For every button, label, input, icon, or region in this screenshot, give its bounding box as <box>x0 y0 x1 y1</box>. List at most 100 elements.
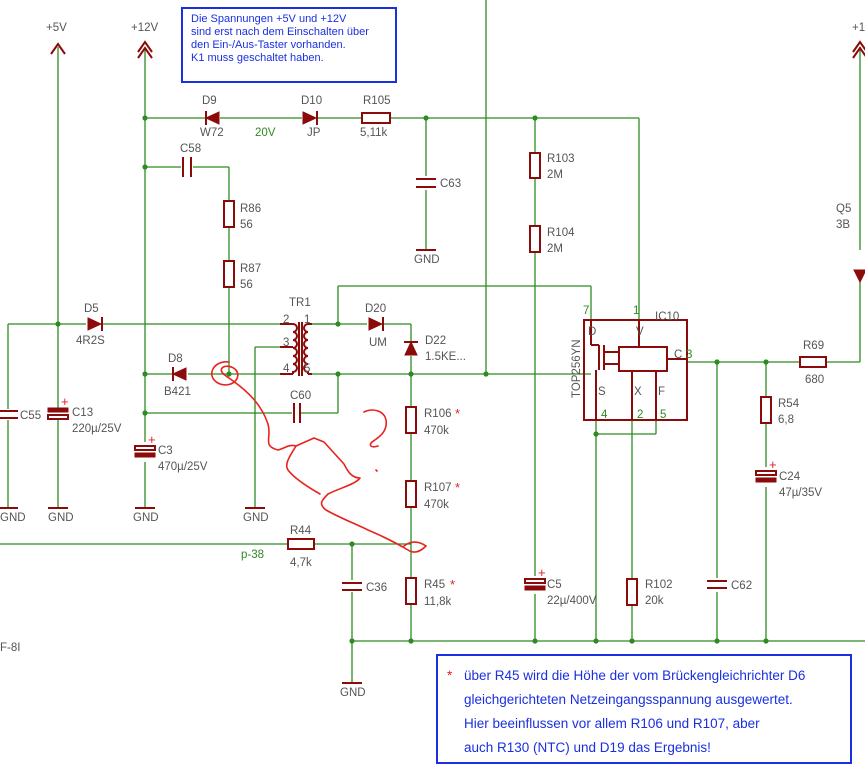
label-c63: C63 <box>440 178 461 190</box>
label-r107-value: 470k <box>424 499 449 511</box>
note-bottom-line-2: gleichgerichteten Netzeingangsspannung a… <box>464 692 793 707</box>
label-r86-value: 56 <box>240 219 253 231</box>
label-d5-value: 4R2S <box>76 335 105 347</box>
label-c3-value: 470µ/25V <box>158 461 208 473</box>
svg-text:+: + <box>769 457 777 472</box>
note-top-line-2: sind erst nach dem Einschalten über <box>191 26 369 38</box>
label-r104-value: 2M <box>547 243 563 255</box>
label-c13-value: 220µ/25V <box>72 423 122 435</box>
label-q5-value: 3B <box>836 219 850 231</box>
label-r102-value: 20k <box>645 595 664 607</box>
label-ic10: IC10 <box>655 311 679 323</box>
label-r86: R86 <box>240 203 261 215</box>
label-c13: C13 <box>72 407 93 419</box>
note-bottom-line-1: über R45 wird die Höhe der vom Brückengl… <box>464 668 806 683</box>
note-top-line-3: den Ein-/Aus-Taster vorhanden. <box>191 39 346 51</box>
note-box-bottom: * über R45 wird die Höhe der vom Brücken… <box>436 654 852 764</box>
pin-tr1-5: 5 <box>304 363 310 375</box>
label-r106-value: 470k <box>424 425 449 437</box>
note-bottom-line-3: Hier beeinflussen vor allem R106 und R10… <box>464 716 760 731</box>
label-r104: R104 <box>547 227 575 239</box>
svg-text:+: + <box>538 565 546 580</box>
label-d8: D8 <box>168 353 183 365</box>
label-c60: C60 <box>290 390 311 402</box>
label-d5: D5 <box>84 303 99 315</box>
pin-tr1-3: 3 <box>283 337 289 349</box>
label-c58: C58 <box>180 143 201 155</box>
label-r102: R102 <box>645 579 673 591</box>
label-d22: D22 <box>425 335 446 347</box>
label-r54: R54 <box>778 398 800 410</box>
pin-ic-v: V <box>636 326 644 338</box>
label-r45: R45 <box>424 579 445 591</box>
label-r87: R87 <box>240 263 261 275</box>
label-gnd-2: GND <box>48 512 74 524</box>
label-d22-value: 1.5KE... <box>425 351 466 363</box>
label-d9-extra: 20V <box>255 127 276 139</box>
pin-ic-f: F <box>658 386 665 398</box>
label-d8-value: B421 <box>164 386 191 398</box>
pin-ic-d: D <box>588 326 596 338</box>
label-d9: D9 <box>202 95 217 107</box>
label-r103: R103 <box>547 153 575 165</box>
label-r54-value: 6,8 <box>778 414 794 426</box>
pin-ic-5: 5 <box>660 409 666 421</box>
label-tr1: TR1 <box>289 297 311 309</box>
label-gnd-c36: GND <box>340 687 366 699</box>
label-r103-value: 2M <box>547 169 563 181</box>
supply-symbols <box>50 40 865 59</box>
label-gnd-1: GND <box>0 512 26 524</box>
label-c5-value: 22µ/400V <box>547 595 597 607</box>
ic10 <box>583 319 688 421</box>
labels: +5V +12V +1 D9 W72 20V D10 JP R105 5,11k… <box>0 22 865 699</box>
label-r44: R44 <box>290 525 312 537</box>
handwritten-scribbles <box>210 361 427 553</box>
pin-ic-4: 4 <box>601 409 608 421</box>
label-c24-value: 47µ/35V <box>779 487 822 499</box>
pin-ic-x: X <box>634 386 642 398</box>
label-r87-value: 56 <box>240 279 253 291</box>
label-rail-5v: +5V <box>46 22 67 34</box>
pin-ic-7: 7 <box>583 305 589 317</box>
capacitors: + + + + <box>0 157 777 591</box>
label-c36: C36 <box>366 582 387 594</box>
label-c62: C62 <box>731 580 752 592</box>
pin-tr1-2: 2 <box>283 314 289 326</box>
label-r45-value: 11,8k <box>424 596 452 608</box>
pin-ic-c: C <box>674 349 682 361</box>
label-d10-value: JP <box>307 127 321 139</box>
label-r44-value: 4,7k <box>290 557 312 569</box>
label-gnd-4: GND <box>243 512 269 524</box>
net-label-left: F-8I <box>0 642 20 654</box>
pin-tr1-4: 4 <box>283 363 290 375</box>
label-gnd-c63: GND <box>414 254 440 266</box>
pin-ic-s: S <box>598 386 606 398</box>
label-c55: C55 <box>20 410 41 422</box>
label-r107: R107 <box>424 482 452 494</box>
label-gnd-3: GND <box>133 512 159 524</box>
label-r105: R105 <box>363 95 391 107</box>
note-bottom-marker: * <box>447 668 453 683</box>
label-d9-value: W72 <box>200 127 224 139</box>
label-r69-value: 680 <box>805 374 824 386</box>
junctions <box>55 115 769 644</box>
label-c3: C3 <box>158 445 173 457</box>
label-r69: R69 <box>803 340 824 352</box>
label-d20-value: UM <box>369 337 387 349</box>
label-r105-value: 5,11k <box>360 127 388 139</box>
label-r106: R106 <box>424 408 452 420</box>
label-q5: Q5 <box>836 203 851 215</box>
transformer-tr1 <box>280 322 312 376</box>
svg-text:+: + <box>61 394 69 409</box>
gnd-symbols <box>0 249 436 684</box>
note-top-line-1: Die Spannungen +5V und +12V <box>191 13 347 25</box>
pin-ic-2: 2 <box>637 409 643 421</box>
wires <box>0 0 865 683</box>
label-d20: D20 <box>365 303 386 315</box>
diodes <box>87 111 865 381</box>
pin-ic-1: 1 <box>633 305 639 317</box>
svg-text:+: + <box>148 432 156 447</box>
note-box-top: Die Spannungen +5V und +12V sind erst na… <box>181 7 397 83</box>
label-ic10-part: TOP256YN <box>571 339 583 398</box>
